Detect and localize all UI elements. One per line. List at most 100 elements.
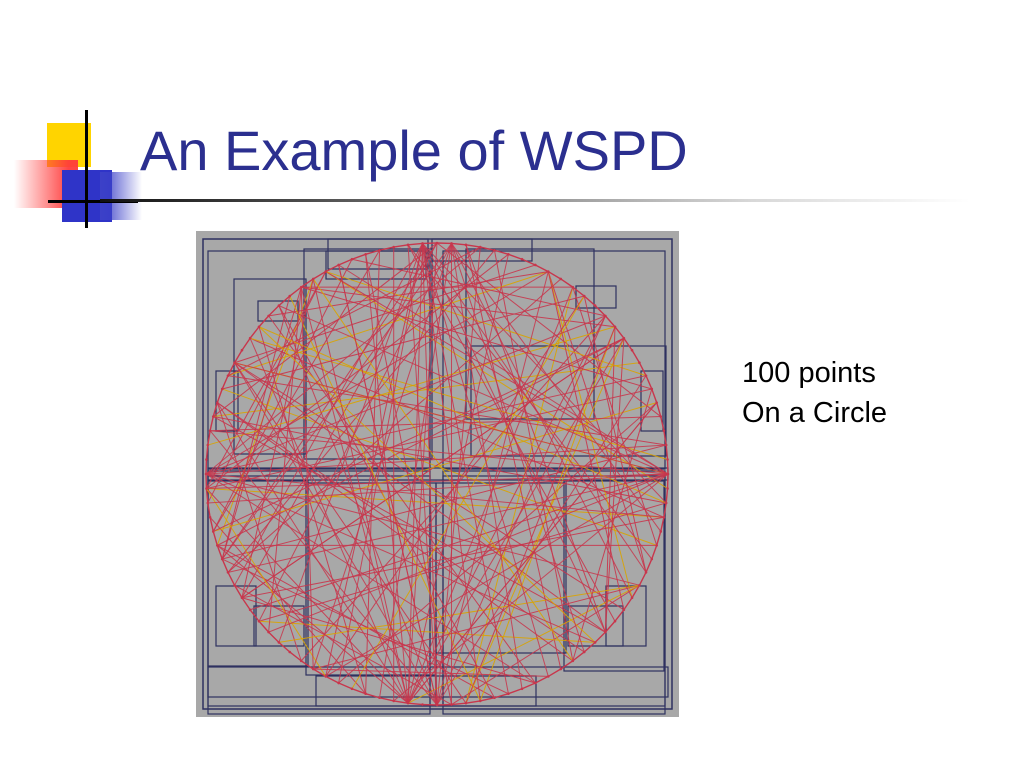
pair-line-2	[547, 271, 647, 573]
pair-line-8	[234, 362, 606, 633]
circle-edge-92	[638, 362, 647, 376]
fan-line-7	[278, 243, 423, 643]
point-4	[659, 530, 663, 533]
pair-line-59	[227, 375, 667, 446]
pair-line-43	[258, 620, 596, 643]
circle-edge-91	[631, 349, 641, 364]
pair-line-70	[465, 326, 616, 704]
circle-edge-38	[258, 620, 270, 633]
circle-edge-3	[660, 517, 665, 532]
pair-line-82	[300, 287, 314, 670]
circle-edge-83	[547, 270, 562, 280]
point-28	[392, 699, 396, 703]
pair-line-89	[572, 388, 653, 662]
point-62	[267, 314, 270, 318]
point-65	[299, 285, 303, 289]
fan-line-44	[338, 264, 669, 475]
pair-line-94	[213, 416, 606, 633]
circle-points	[204, 241, 670, 707]
point-92	[638, 361, 641, 365]
pair-line-66	[325, 271, 647, 377]
circle-edge-40	[241, 597, 251, 611]
point-2	[664, 501, 668, 505]
point-57	[226, 374, 230, 377]
point-64	[288, 294, 292, 298]
point-0	[666, 472, 670, 476]
fan-line-0	[422, 243, 667, 504]
point-26	[421, 703, 424, 706]
circle-edge-45	[212, 531, 218, 546]
pair-line-33	[212, 258, 353, 532]
point-54	[211, 415, 215, 418]
fan-line-18	[209, 430, 438, 706]
circle-edge-2	[663, 502, 667, 518]
point-66	[311, 277, 315, 281]
point-82	[534, 263, 537, 267]
point-83	[546, 270, 550, 273]
circle-edge-33	[312, 668, 327, 678]
point-48	[206, 501, 210, 505]
pair-line-13	[465, 244, 562, 670]
point-15	[571, 659, 575, 663]
point-58	[233, 361, 236, 365]
point-32	[337, 681, 340, 685]
fan-line-45	[205, 246, 481, 475]
point-80	[507, 253, 510, 256]
point-88	[604, 314, 607, 318]
circle-edge-41	[233, 584, 243, 599]
fan-line-29	[300, 286, 409, 704]
point-34	[311, 667, 315, 671]
circle-edge-55	[216, 388, 223, 403]
fan-line-10	[451, 243, 633, 599]
point-50	[204, 472, 208, 476]
fan-line-28	[249, 338, 409, 704]
circle-edge-29	[365, 693, 380, 699]
point-84	[559, 277, 563, 281]
pair-line-80	[465, 244, 606, 633]
point-90	[622, 336, 626, 340]
circle-edge-18	[521, 682, 536, 690]
point-14	[582, 650, 586, 654]
circle-edge-44	[216, 545, 223, 560]
circle-edge-70	[365, 249, 380, 255]
circle-edge-84	[560, 278, 574, 288]
point-22	[478, 699, 482, 703]
circle-edge-8	[631, 584, 641, 599]
point-70	[364, 253, 367, 256]
circle-edge-6	[645, 558, 653, 573]
circle-edge-96	[660, 416, 665, 431]
point-41	[240, 596, 244, 600]
point-53	[208, 429, 212, 433]
point-67	[324, 270, 328, 273]
pair-line-85	[301, 286, 652, 390]
well-separated-pair-lines	[205, 242, 669, 706]
circle-edge-35	[289, 651, 302, 662]
fan-line-37	[325, 473, 669, 677]
pair-line-44	[268, 271, 549, 317]
pair-line-63	[222, 558, 509, 695]
fan-line-39	[227, 473, 669, 573]
pair-line-88	[312, 278, 409, 704]
pair-line-40	[206, 271, 327, 489]
point-78	[478, 245, 482, 249]
circle-edge-64	[289, 286, 302, 297]
point-33	[324, 675, 328, 678]
point-10	[622, 608, 626, 612]
point-7	[644, 571, 648, 574]
circle-edge-61	[258, 315, 270, 328]
circle-edge-89	[614, 326, 625, 339]
point-99	[666, 458, 669, 461]
fan-line-26	[436, 375, 647, 706]
point-37	[277, 641, 281, 644]
circle-edge-88	[604, 315, 616, 328]
point-21	[493, 696, 496, 700]
point-59	[240, 348, 244, 352]
pair-line-69	[268, 287, 302, 633]
fan-line-34	[407, 337, 625, 704]
point-91	[630, 348, 634, 352]
pair-line-78	[604, 338, 625, 633]
logo-vertical-line	[85, 110, 88, 228]
pair-line-91	[234, 264, 536, 364]
pair-line-108	[206, 473, 669, 490]
split-box-3	[442, 250, 666, 470]
